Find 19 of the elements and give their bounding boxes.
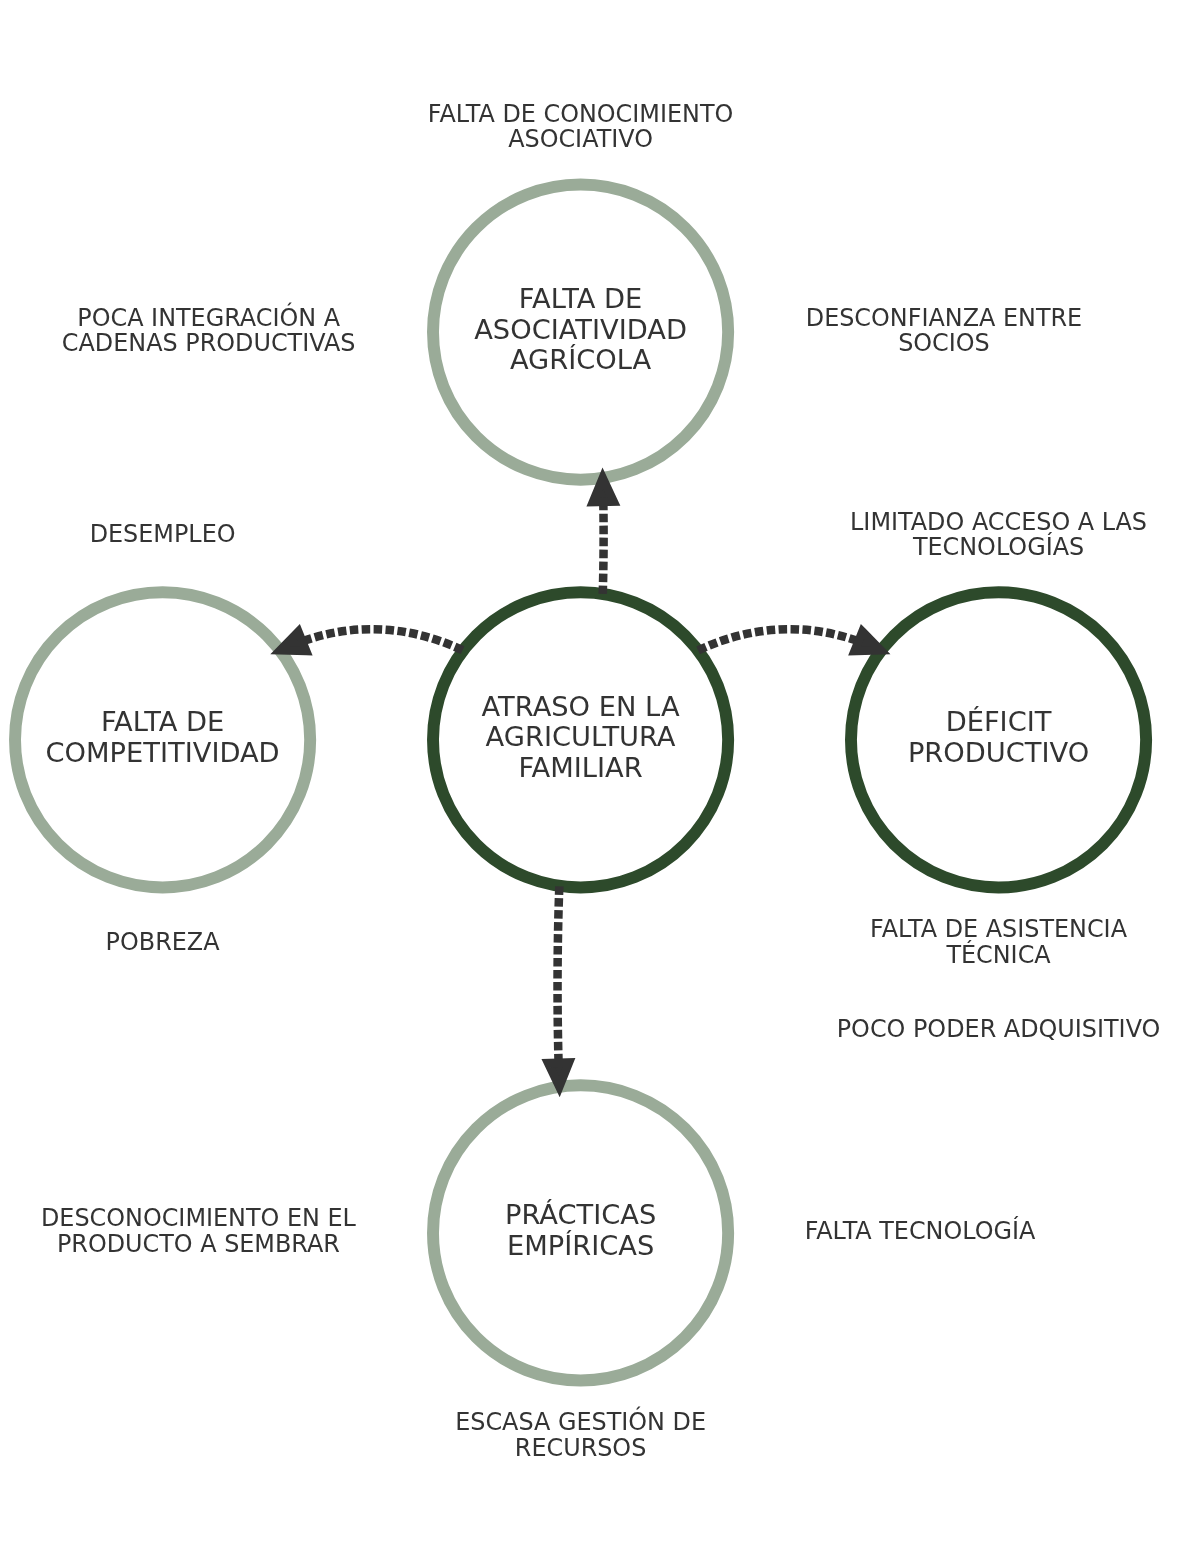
arrow [586,467,621,595]
node-label: FALTA DE CONOCIMIENTO ASOCIATIVO [427,99,734,154]
node-label: ESCASA GESTIÓN DE RECURSOS [455,1408,706,1462]
node-label: FALTA TECNOLOGÍA [804,1217,1036,1246]
node-label: POBREZA [105,928,220,957]
node-label: POCA INTEGRACIÓN A CADENAS PRODUCTIVAS [61,303,356,358]
node-label: POCO PODER ADQUISITIVO [836,1015,1161,1044]
node-circle: FALTA DE COMPETITIVIDAD [9,586,317,894]
arrow [541,886,576,1098]
node-circle: PRÁCTICAS EMPÍRICAS [427,1079,735,1387]
node-label: DESCONOCIMIENTO EN EL PRODUCTO A SEMBRAR [40,1204,356,1258]
node-label: FALTA DE ASISTENCIA TÉCNICA [870,915,1127,969]
node-label: DESEMPLEO [89,520,236,549]
arrow [696,623,891,656]
node-label: LIMITADO ACCESO A LAS TECNOLOGÍAS [850,507,1148,562]
node-circle: FALTA DE ASOCIATIVIDAD AGRÍCOLA [427,178,735,486]
node-circle: ATRASO EN LA AGRICULTURA FAMILIAR [427,586,735,894]
node-label: DESCONFIANZA ENTRE SOCIOS [805,303,1083,358]
arrow [270,624,465,656]
